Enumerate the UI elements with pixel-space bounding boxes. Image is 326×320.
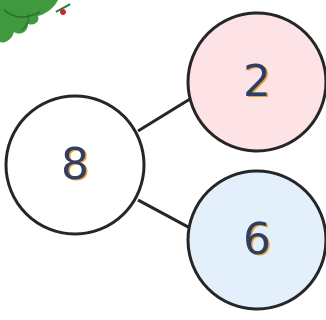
part-circle-bottom xyxy=(186,169,326,311)
whole-number: 8 xyxy=(61,139,89,190)
part-circle-top xyxy=(186,11,326,153)
part-number-top: 2 xyxy=(243,56,271,107)
connector-bottom xyxy=(137,198,191,230)
whole-circle xyxy=(4,94,146,236)
holly-leaf-icon xyxy=(0,0,71,43)
berry-icon xyxy=(60,9,66,15)
part-number-bottom: 6 xyxy=(243,214,271,265)
connector-top xyxy=(137,97,191,133)
